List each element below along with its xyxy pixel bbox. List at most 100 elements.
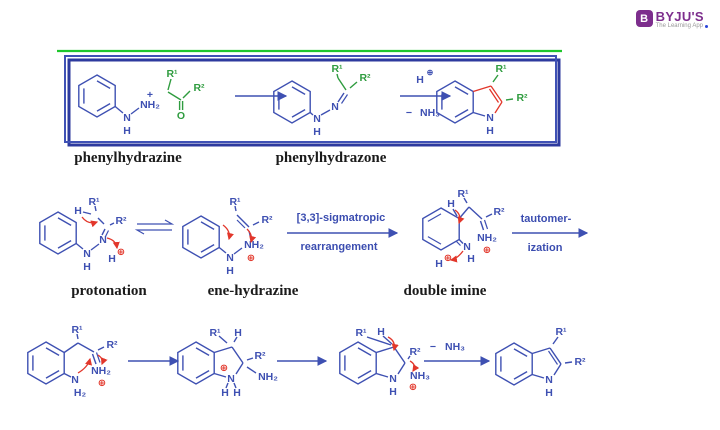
circled-plus-icon: ⊕ — [427, 68, 434, 77]
atom-n: N — [545, 374, 553, 386]
atom-r1: R¹ — [457, 188, 469, 200]
protonation-structure: N H N H R¹ R² H ⊕ — [39, 196, 127, 273]
atom-nh2: NH₂ — [477, 232, 497, 244]
curved-arrow — [106, 237, 120, 250]
atom-n: N — [83, 248, 91, 260]
atom-r2: R² — [115, 215, 127, 227]
atom-h: H — [486, 125, 494, 137]
atom-r2: R² — [574, 356, 586, 368]
atom-nh3: NH₃ — [445, 341, 465, 353]
circled-plus-icon: ⊕ — [220, 363, 228, 374]
circled-plus-icon: ⊕ — [98, 378, 106, 389]
atom-r2: R² — [493, 206, 505, 218]
atom-nh3: NH₃ — [410, 370, 430, 382]
atom-r2: R² — [359, 72, 371, 84]
atom-n: N — [463, 241, 471, 253]
sigmatropic-label-line2: rearrangement — [300, 241, 377, 253]
minus-sign: − — [406, 107, 412, 119]
circled-plus-icon: ⊕ — [247, 253, 255, 264]
atom-nh2: NH₂ — [258, 371, 278, 383]
tautomerization-label-line2: ization — [528, 242, 563, 254]
atom-h-plus: H — [416, 74, 424, 86]
phenylhydrazone-structure: N H N R¹ R² — [273, 63, 371, 138]
atom-nh3: NH₃ — [420, 107, 440, 119]
ketone-structure: R¹ O R² — [166, 68, 205, 122]
atom-nh2: NH₂ — [91, 365, 111, 377]
atom-h: H — [234, 327, 242, 339]
circled-plus-icon: ⊕ — [483, 245, 491, 256]
atom-h: H — [313, 126, 321, 138]
atom-n: N — [123, 112, 131, 124]
atom-n: N — [313, 113, 321, 125]
curved-arrow — [222, 224, 234, 241]
step1-label: protonation — [71, 283, 147, 299]
step2-label: ene-hydrazine — [208, 283, 299, 299]
byjus-logo: B BYJU'S The Learning App — [635, 9, 708, 30]
atom-r1: R¹ — [71, 324, 83, 336]
plus-sign: + — [147, 89, 153, 101]
atom-h: H — [221, 387, 229, 399]
byjus-brand-text: BYJU'S — [655, 9, 704, 24]
curved-arrow — [409, 360, 420, 372]
curved-arrow — [246, 228, 257, 244]
atom-h: H — [545, 387, 553, 399]
ammonium-indoline-structure: N H R¹ H R² NH₃ ⊕ — [339, 326, 430, 398]
atom-r1: R¹ — [229, 196, 241, 208]
atom-n: N — [486, 112, 494, 124]
atom-o: O — [177, 110, 185, 122]
curved-arrow — [449, 250, 464, 263]
atom-n: N — [227, 373, 235, 385]
atom-r1: R¹ — [555, 326, 567, 338]
atom-r2: R² — [106, 339, 118, 351]
indole-product-structure: N H R¹ R² — [436, 63, 528, 137]
final-indole-structure: N H R¹ R² — [495, 326, 586, 399]
atom-n: N — [389, 373, 397, 385]
curved-arrow — [77, 357, 93, 374]
atom-r2: R² — [254, 350, 266, 362]
atom-n: N — [226, 252, 234, 264]
atom-r1: R¹ — [209, 327, 221, 339]
sigmatropic-label-line1: [3,3]-sigmatropic — [297, 212, 386, 224]
product-label: phenylhydrazone — [276, 150, 387, 166]
circled-plus-icon: ⊕ — [409, 382, 417, 393]
curved-arrow — [81, 216, 99, 228]
scheme-box-shadow — [67, 58, 561, 147]
byjus-tagline: The Learning App — [655, 23, 703, 29]
atom-h-plus: H — [435, 258, 443, 270]
atom-r2: R² — [261, 214, 273, 226]
reactant-label: phenylhydrazine — [74, 150, 182, 166]
atom-nh2: NH₂ — [140, 99, 160, 111]
step3-label: double imine — [404, 283, 487, 299]
curved-arrow — [387, 336, 399, 352]
atom-r1: R¹ — [88, 196, 100, 208]
atom-h: H — [467, 253, 475, 265]
atom-h: H — [447, 198, 455, 210]
phenylhydrazine-structure: N H NH₂ — [78, 74, 160, 137]
atom-h: H — [233, 387, 241, 399]
atom-h: H — [83, 261, 91, 273]
scheme-box — [64, 55, 557, 143]
atom-r1: R¹ — [166, 68, 178, 80]
atom-h: H — [377, 326, 385, 338]
byjus-logo-badge: B — [635, 10, 653, 27]
atom-n: N — [331, 101, 339, 113]
atom-n: N — [71, 374, 79, 386]
atom-h: H — [74, 205, 82, 217]
atom-h-plus: H — [108, 253, 116, 265]
atom-r2: R² — [409, 346, 421, 358]
amino-imine-structure: R¹ R² NH₂ ⊕ N H₂ — [27, 324, 118, 399]
minus-sign: − — [430, 341, 436, 353]
double-imine-structure: H R¹ R² NH₂ ⊕ N H H ⊕ — [422, 188, 505, 270]
curved-arrow — [454, 209, 465, 225]
atom-r1: R¹ — [495, 63, 507, 75]
atom-r1: R¹ — [355, 327, 367, 339]
circled-plus-icon: ⊕ — [117, 247, 125, 258]
atom-n: N — [99, 234, 107, 246]
atom-r1: R¹ — [331, 63, 343, 75]
byjus-tagline-dot — [705, 25, 708, 28]
atom-r2: R² — [193, 82, 205, 94]
atom-r2: R² — [516, 92, 528, 104]
tautomerization-label-line1: tautomer- — [521, 213, 572, 225]
